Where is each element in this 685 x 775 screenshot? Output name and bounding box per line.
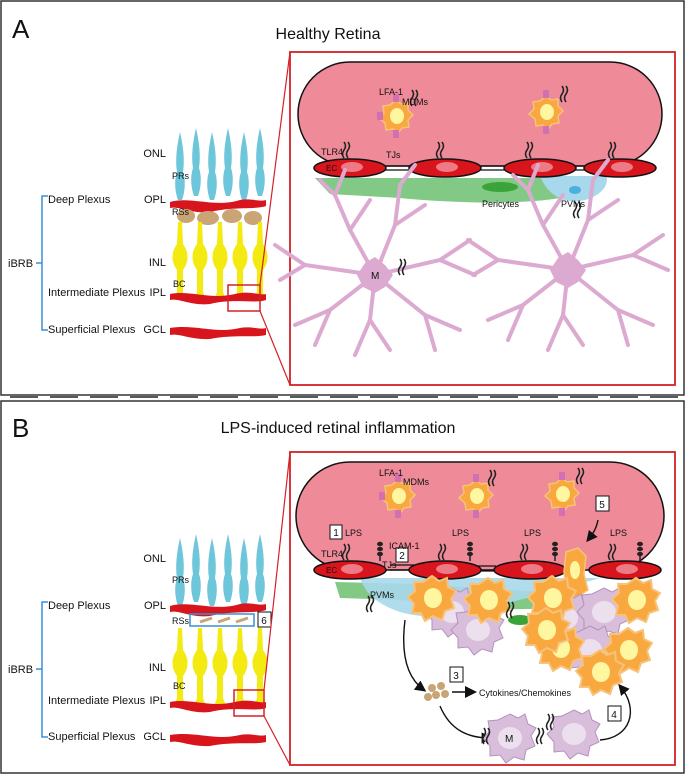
superficial-plexus-label-b: Superficial Plexus: [48, 731, 136, 743]
bc-label-b: BC: [173, 681, 186, 691]
microglia-label-a: M: [371, 271, 379, 282]
rss-label-a: RSs: [172, 207, 190, 217]
intermediate-plexus-vessel: [170, 292, 266, 305]
step-2-label: 2: [399, 551, 405, 562]
pericytes-label-a: Pericytes: [482, 199, 520, 209]
prs-label-b: PRs: [172, 575, 190, 585]
onl-label-b: ONL: [143, 553, 166, 565]
ipl-label-a: IPL: [149, 287, 166, 299]
step-3-label: 3: [453, 671, 459, 682]
deep-plexus-vessel-b: [170, 603, 266, 617]
rss-cells-b: [199, 616, 249, 624]
panel-a-letter: A: [12, 14, 30, 44]
intermediate-plexus-vessel-b: [170, 700, 266, 713]
tlr4-label-b: TLR4: [321, 549, 343, 559]
endothelial-cell: [313, 158, 387, 178]
ibrb-label-b: iBRB: [8, 664, 33, 676]
rss-box-b: [189, 613, 255, 627]
zoom-box-a: [227, 284, 261, 312]
gcl-label-b: GCL: [143, 731, 166, 743]
inset-a: LFA-1 MDMs TLR4 EC TJs Pericytes PVMs M: [273, 51, 676, 386]
pvms-label-b: PVMs: [370, 590, 395, 600]
onl-label-a: ONL: [143, 148, 166, 160]
panel-b: B LPS-induced retinal inflammation 6 ONL…: [0, 400, 685, 774]
inl-label-b: INL: [149, 662, 166, 674]
vessel-lumen-a: [297, 61, 663, 167]
inset-b: 1 2 3 4 5 LFA-1 MDMs LPS LPS LPS LPS ICA…: [289, 451, 676, 766]
lps-label-2: LPS: [452, 528, 469, 538]
superficial-plexus-label-a: Superficial Plexus: [48, 324, 136, 336]
pericyte-a: [482, 182, 518, 192]
endothelial-cell: [408, 158, 482, 178]
mdms-label-b: MDMs: [403, 477, 429, 487]
deep-plexus-label-a: Deep Plexus: [48, 194, 111, 206]
step-4-label: 4: [611, 710, 617, 721]
lps-label-1: LPS: [345, 528, 362, 538]
ec-label-a: EC: [326, 164, 337, 173]
ibrb-bracket-b: [36, 601, 48, 738]
step-5-label: 5: [599, 500, 605, 511]
rss-label-b: RSs: [172, 616, 190, 626]
panel-b-title: LPS-induced retinal inflammation: [221, 420, 456, 437]
inl-label-a: INL: [149, 257, 166, 269]
lps-label-3: LPS: [524, 528, 541, 538]
retina-layers-b: 6: [170, 451, 291, 766]
ibrb-bracket-a: [36, 195, 48, 331]
gcl-label-a: GCL: [143, 324, 166, 336]
ipl-label-b: IPL: [149, 695, 166, 707]
endothelial-cell: [313, 560, 387, 580]
panel-a: A Healthy Retina ONL OPL INL IPL GCL PRs…: [0, 0, 685, 396]
lfa1-label-a: LFA-1: [379, 87, 403, 97]
lfa1-label-b: LFA-1: [379, 468, 403, 478]
mdms-label-a: MDMs: [402, 97, 428, 107]
endothelial-cell: [408, 560, 482, 580]
tjs-label-a: TJs: [386, 150, 401, 160]
retina-layers-a: [170, 51, 291, 386]
intermediate-plexus-label-b: Intermediate Plexus: [48, 695, 146, 707]
endothelial-cell: [588, 560, 662, 580]
ec-label-b: EC: [326, 566, 337, 575]
tjs-label-b: TJs: [382, 560, 397, 570]
step-1-label: 1: [333, 528, 339, 539]
ibrb-label-a: iBRB: [8, 258, 33, 270]
rss-cells: [177, 209, 262, 225]
cytokines-label: Cytokines/Chemokines: [479, 688, 572, 698]
deep-plexus-vessel: [170, 199, 266, 213]
step-6-label: 6: [261, 616, 267, 627]
lps-label-4: LPS: [610, 528, 627, 538]
pvms-label-a: PVMs: [561, 199, 586, 209]
cytokine-cluster: [424, 682, 449, 701]
opl-label-a: OPL: [144, 194, 166, 206]
deep-plexus-label-b: Deep Plexus: [48, 600, 111, 612]
panel-a-frame: [0, 0, 685, 396]
icam1-label: ICAM-1: [389, 541, 420, 551]
opl-label-b: OPL: [144, 600, 166, 612]
microglia-label-b: M: [505, 734, 513, 745]
superficial-plexus-vessel: [170, 327, 266, 340]
superficial-plexus-vessel-b: [170, 734, 266, 747]
panel-b-frame: [0, 400, 685, 774]
panel-b-letter: B: [12, 413, 29, 443]
prs-label-a: PRs: [172, 171, 190, 181]
endothelial-cell: [493, 560, 567, 580]
zoom-box-b: [233, 689, 265, 717]
panel-a-title: Healthy Retina: [276, 26, 381, 43]
intermediate-plexus-label-a: Intermediate Plexus: [48, 287, 146, 299]
bc-label-a: BC: [173, 279, 186, 289]
tlr4-label-a: TLR4: [321, 147, 343, 157]
